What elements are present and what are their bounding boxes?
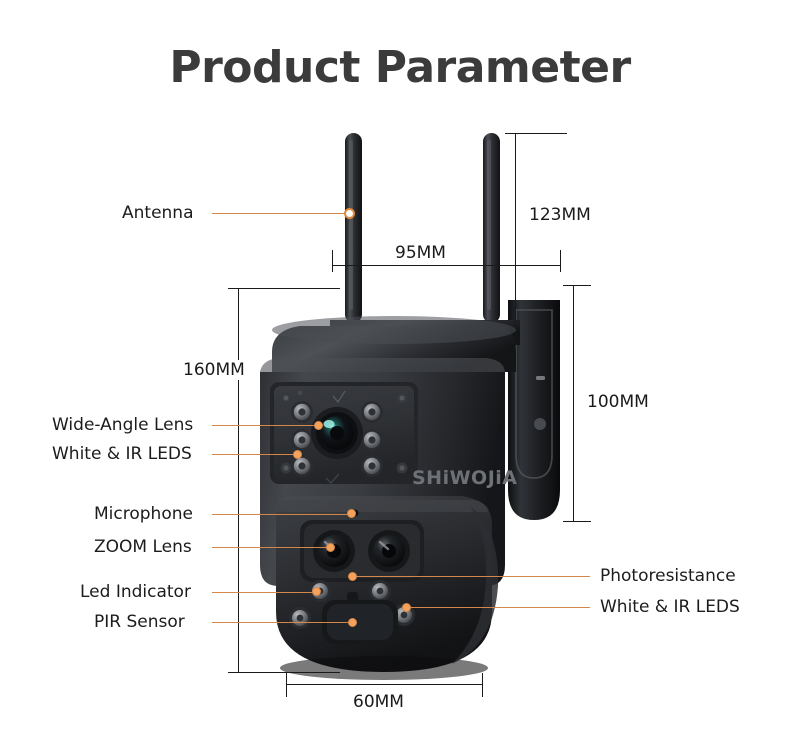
- callout-leader-pir-sensor: [212, 622, 352, 623]
- dimension-label-160mm: 160MM: [178, 360, 250, 380]
- antenna-left: [345, 133, 362, 323]
- callout-label-zoom-lens: ZOOM Lens: [94, 537, 192, 557]
- callout-leader-zoom-lens: [212, 547, 330, 548]
- head-side-shell: [452, 506, 499, 664]
- dimension-tick-100mm-bottom: [563, 521, 591, 522]
- callout-marker-led-indicator: [312, 587, 321, 596]
- callout-marker-photoresistance: [348, 572, 357, 581]
- callout-leader-led-indicator: [212, 592, 316, 593]
- dimension-label-60mm: 60MM: [348, 692, 409, 712]
- callout-label-wide-angle-lens: Wide-Angle Lens: [52, 415, 194, 435]
- callout-leader-wide-angle-lens: [212, 425, 318, 426]
- wide-angle-lens-module: [270, 382, 418, 485]
- dimension-tick-60mm-right: [482, 673, 483, 697]
- dimension-line-160mm: [238, 288, 239, 673]
- callout-label-photoresistance: Photoresistance: [600, 566, 736, 586]
- dimension-tick-60mm-left: [286, 673, 287, 697]
- dimension-tick-100mm-top: [563, 285, 591, 286]
- brand-logo: SHiWOJiA: [412, 467, 518, 489]
- antenna-right: [483, 133, 500, 323]
- dimension-tick-95mm-left: [332, 250, 333, 272]
- dimension-tick-160mm-top: [228, 288, 340, 289]
- dimension-label-100mm: 100MM: [582, 392, 654, 412]
- callout-label-white-ir-leds-right: White & IR LEDS: [600, 597, 740, 617]
- callout-leader-white-ir-leds-left: [212, 454, 297, 455]
- dimension-label-95mm: 95MM: [390, 243, 451, 263]
- callout-marker-zoom-lens: [326, 543, 335, 552]
- dimension-label-123mm: 123MM: [524, 205, 596, 225]
- dimension-tick-95mm-right: [560, 250, 561, 272]
- callout-label-white-ir-leds-left: White & IR LEDS: [52, 444, 192, 464]
- callout-marker-wide-angle-lens: [314, 421, 323, 430]
- callout-leader-antenna: [212, 213, 348, 214]
- callout-marker-microphone: [347, 509, 356, 518]
- callout-leader-microphone: [212, 514, 351, 515]
- callout-label-pir-sensor: PIR Sensor: [94, 612, 185, 632]
- callout-leader-photoresistance: [352, 576, 590, 577]
- camera-lower-head: [276, 496, 492, 680]
- callout-label-led-indicator: Led Indicator: [80, 582, 191, 602]
- pir-sensor-window: [322, 600, 398, 644]
- wide-angle-lens: [311, 407, 363, 459]
- wall-mount-bracket: [508, 300, 560, 520]
- white-ir-led-array-upper: [291, 401, 383, 477]
- callout-marker-white-ir-leds-left: [293, 450, 302, 459]
- callout-marker-antenna: [344, 208, 355, 219]
- dimension-tick-160mm-bottom: [228, 672, 340, 673]
- dimension-line-60mm: [286, 684, 482, 685]
- page-title: Product Parameter: [169, 42, 631, 93]
- dimension-line-100mm: [573, 285, 574, 521]
- callout-label-antenna: Antenna: [122, 203, 194, 223]
- zoom-lens-module: [300, 520, 424, 582]
- callout-marker-pir-sensor: [348, 618, 357, 627]
- dimension-line-123mm: [515, 133, 516, 321]
- dimension-tick-123mm-top: [505, 133, 567, 134]
- callout-marker-white-ir-leds-right: [402, 603, 411, 612]
- callout-label-microphone: Microphone: [94, 504, 193, 524]
- callout-leader-white-ir-leds-right: [408, 607, 590, 608]
- dimension-line-95mm: [332, 265, 560, 266]
